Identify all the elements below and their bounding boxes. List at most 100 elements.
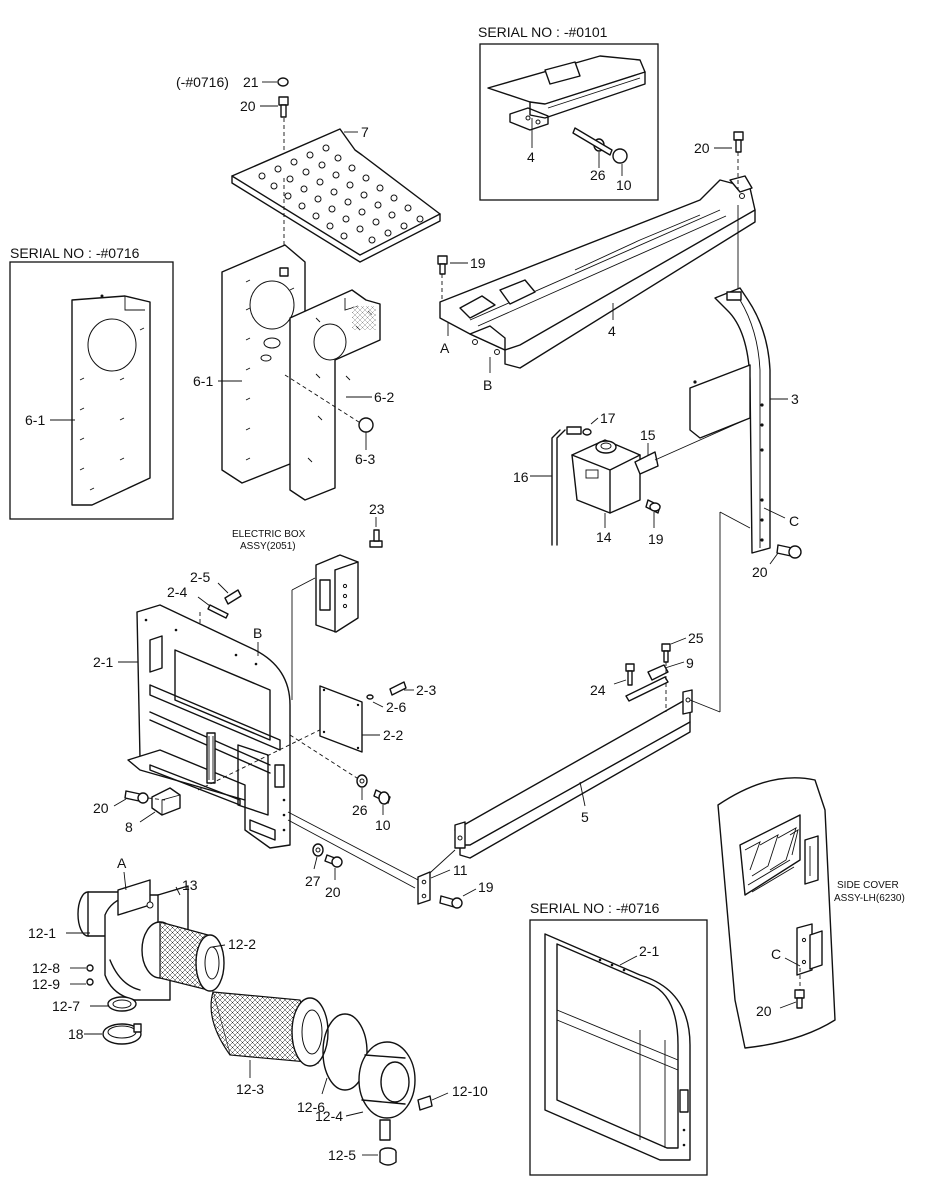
label-20-side-cover: 20 <box>756 1003 772 1019</box>
grommet-2-6 <box>366 694 374 700</box>
outer-element-12-3 <box>210 991 329 1067</box>
bolt-20-panel-bottom <box>324 854 343 868</box>
label-2-2: 2-2 <box>383 727 403 743</box>
cross-beam-5 <box>454 689 693 859</box>
electric-box-label-line1: ELECTRIC BOX <box>232 529 306 540</box>
label-4: 4 <box>608 323 616 339</box>
label-2-5: 2-5 <box>190 569 210 585</box>
label-24: 24 <box>590 682 606 698</box>
label-15: 15 <box>640 427 656 443</box>
bolt-24 <box>625 663 635 686</box>
label-26-inset: 26 <box>590 167 606 183</box>
bolt-20-top-right <box>733 131 744 153</box>
label-12-7: 12-7 <box>52 998 80 1014</box>
serial-box-left: SERIAL NO : -#0716 6-1 <box>9 245 174 520</box>
label-6-3: 6-3 <box>355 451 375 467</box>
serial-box-left-frame <box>9 261 174 520</box>
ref-c-bracket: C <box>789 513 799 529</box>
label-6-1: 6-1 <box>193 373 213 389</box>
label-2-6: 2-6 <box>386 699 406 715</box>
ref-b-rail: B <box>483 377 492 393</box>
bolt-19-beam <box>439 895 463 909</box>
side-cover-assy <box>717 777 836 1049</box>
cover-12-4 <box>358 1041 416 1141</box>
label-12-3: 12-3 <box>236 1081 264 1097</box>
bolt-23 <box>369 529 383 548</box>
step-plate-7 <box>231 128 441 263</box>
oring-12-6 <box>322 1013 368 1091</box>
bolt-20-side-cover <box>794 989 805 1009</box>
washer-27 <box>312 843 324 857</box>
bolt-10-inset <box>572 127 628 164</box>
label-10-inset: 10 <box>616 177 632 193</box>
bracket-3 <box>689 287 771 554</box>
label-12-1: 12-1 <box>28 925 56 941</box>
bracket-8 <box>151 787 181 816</box>
electric-box-label-line2: ASSY(2051) <box>240 541 296 552</box>
label-26: 26 <box>352 802 368 818</box>
label-6-2: 6-2 <box>374 389 394 405</box>
serial-box-top-frame <box>479 43 659 201</box>
ref-a-cleaner: A <box>117 855 127 871</box>
prefix-21: (-#0716) <box>176 74 229 90</box>
clip-2-4 <box>207 604 229 619</box>
bracket-11 <box>417 871 431 905</box>
bar-9 <box>625 664 669 702</box>
label-27: 27 <box>305 873 321 889</box>
serial-box-top: SERIAL NO : -#0101 4 26 10 <box>478 24 659 201</box>
label-4-inset: 4 <box>527 149 535 165</box>
label-23: 23 <box>369 501 385 517</box>
label-6-1-inset: 6-1 <box>25 412 45 428</box>
bolt-20-left <box>124 790 149 804</box>
label-2-1: 2-1 <box>93 654 113 670</box>
rail-4 <box>439 175 756 369</box>
label-20-bracket: 20 <box>752 564 768 580</box>
label-12-4: 12-4 <box>315 1108 343 1124</box>
gasket-12-7 <box>107 996 137 1012</box>
rail-4-inset <box>487 55 646 131</box>
bolt-19-tank <box>645 499 661 514</box>
label-7: 7 <box>361 124 369 140</box>
ref-c-side-cover: C <box>771 946 781 962</box>
label-9: 9 <box>686 655 694 671</box>
nut-12-8 <box>86 964 94 972</box>
label-12-9: 12-9 <box>32 976 60 992</box>
ref-a-rail: A <box>440 340 450 356</box>
reserve-tank-14 <box>571 439 659 514</box>
serial-box-top-title: SERIAL NO : -#0101 <box>478 24 608 40</box>
hose-16 <box>551 426 582 546</box>
label-18: 18 <box>68 1026 84 1042</box>
inner-element-12-2 <box>141 921 225 992</box>
label-3: 3 <box>791 391 799 407</box>
clamp-18 <box>102 1023 142 1045</box>
label-19-rail: 19 <box>470 255 486 271</box>
plate-6-1 <box>221 244 306 484</box>
serial-box-bottom-frame <box>529 919 708 1176</box>
label-13: 13 <box>182 877 198 893</box>
label-12-6: 12-6 <box>297 1099 325 1115</box>
label-17: 17 <box>600 410 616 426</box>
label-2-1-inset: 2-1 <box>639 943 659 959</box>
label-20-top-left: 20 <box>240 98 256 114</box>
label-25: 25 <box>688 630 704 646</box>
serial-box-bottom-title: SERIAL NO : -#0716 <box>530 900 660 916</box>
serial-box-bottom: SERIAL NO : -#0716 2-1 <box>529 900 708 1176</box>
cap-21 <box>277 77 289 87</box>
label-20-top-right: 20 <box>694 140 710 156</box>
label-21: 21 <box>243 74 259 90</box>
bolt-2-5 <box>224 589 242 605</box>
bolt-10 <box>373 789 391 805</box>
cover-plate-2-2 <box>319 685 363 753</box>
ref-b-panel: B <box>253 625 262 641</box>
electric-box <box>315 554 359 633</box>
label-10: 10 <box>375 817 391 833</box>
label-19-beam: 19 <box>478 879 494 895</box>
cap-17 <box>582 428 592 436</box>
serial-box-left-title: SERIAL NO : -#0716 <box>10 245 140 261</box>
label-2-4: 2-4 <box>167 584 187 600</box>
washer-26 <box>356 774 368 788</box>
panel-2-1 <box>127 604 291 849</box>
label-12-8: 12-8 <box>32 960 60 976</box>
label-19-tank: 19 <box>648 531 664 547</box>
